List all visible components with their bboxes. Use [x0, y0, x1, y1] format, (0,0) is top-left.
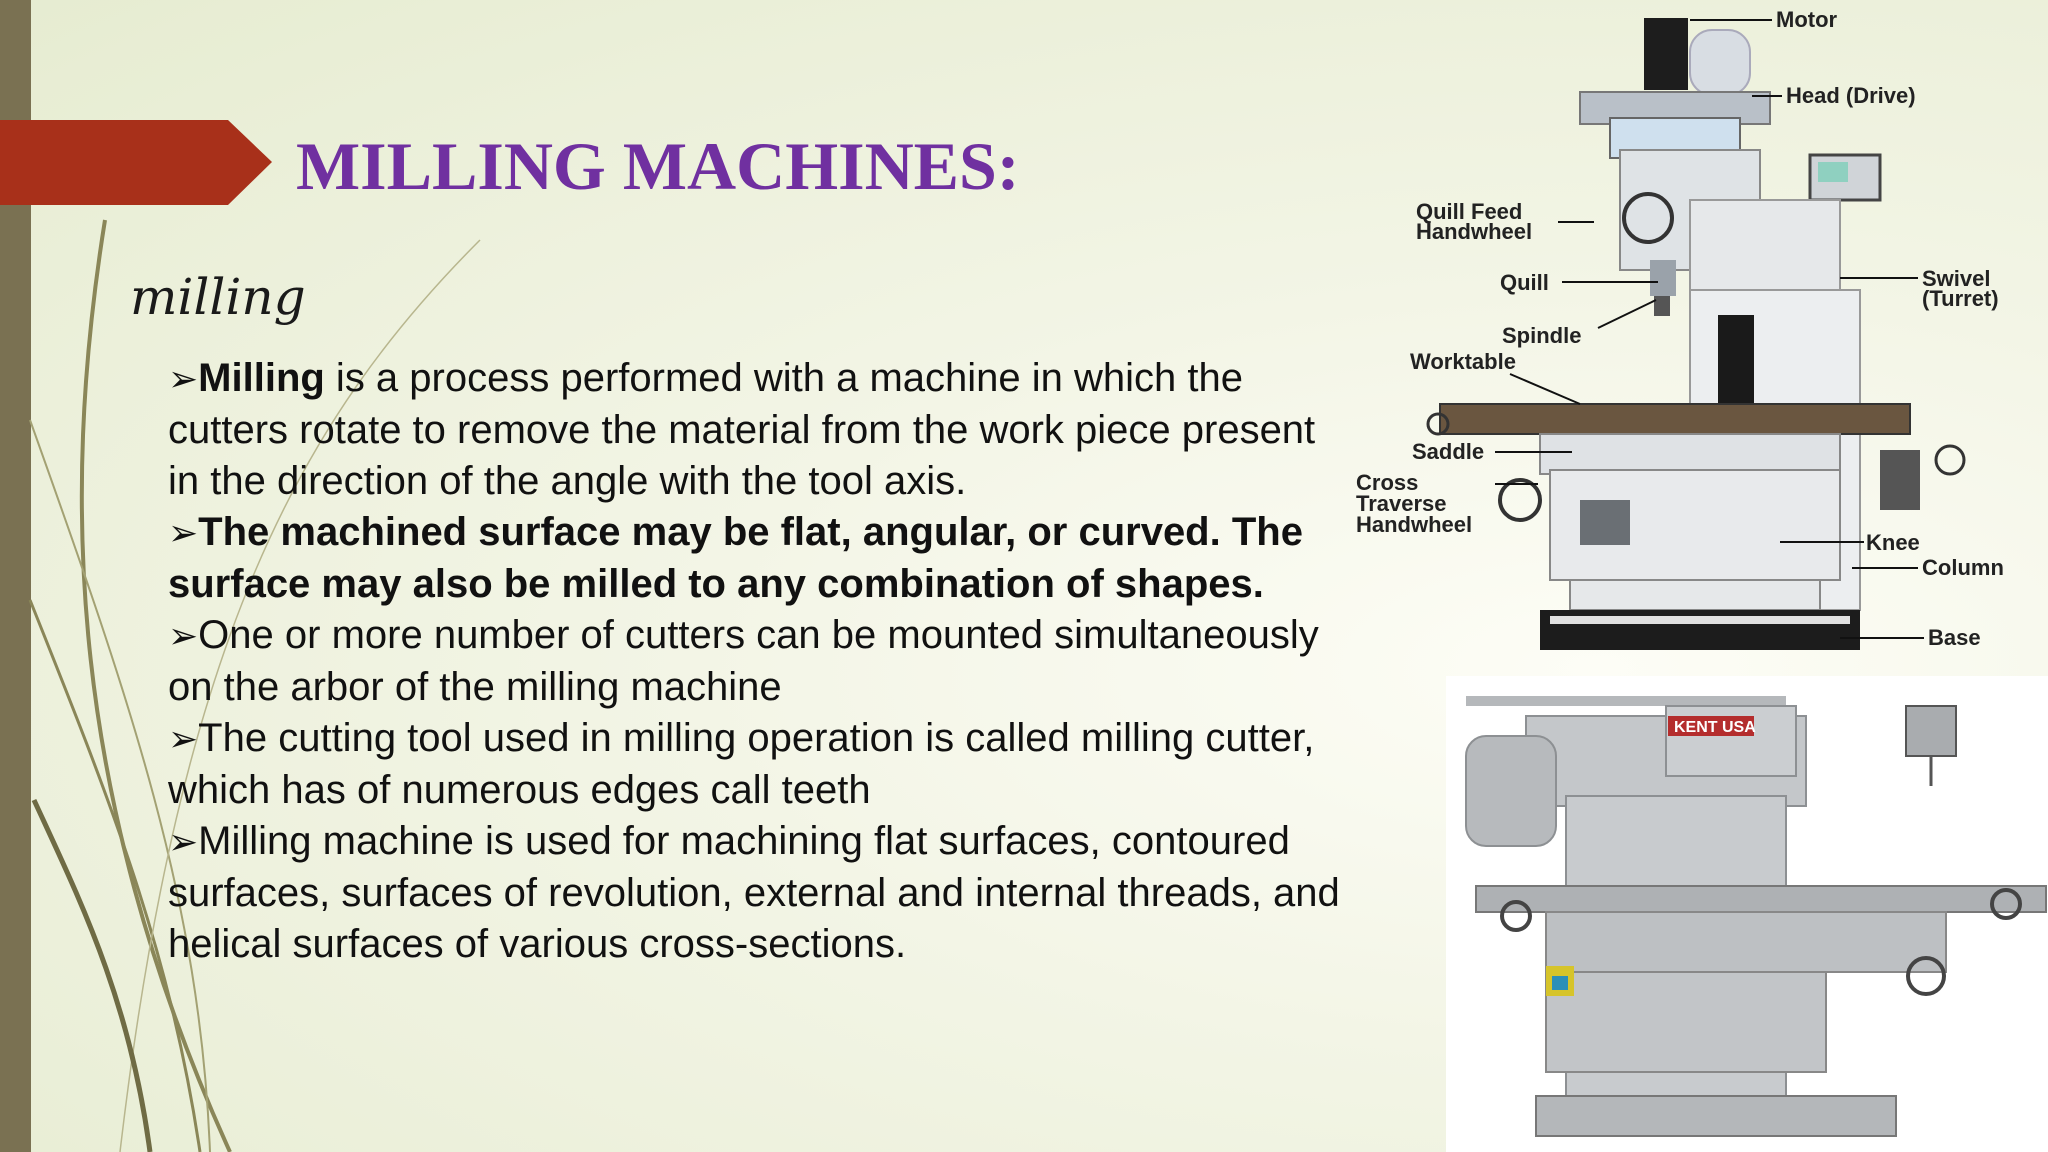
- bullet-arrow-icon: ➢: [168, 359, 199, 400]
- label-column: Column: [1922, 555, 2004, 580]
- title-arrow-shape: [0, 120, 272, 205]
- bullet-arrow-icon: ➢: [168, 822, 199, 863]
- milling-machine-diagram: Motor Head (Drive) Quill Feed Handwheel …: [1356, 7, 2004, 650]
- bullet-list: ➢Milling is a process performed with a m…: [168, 353, 1348, 970]
- bullet-lead: The machined surface may be flat, angula…: [168, 510, 1303, 606]
- bullet-arrow-icon: ➢: [168, 513, 199, 554]
- label-cross: Cross: [1356, 470, 1418, 495]
- slide-title: MILLING MACHINES:: [296, 128, 1020, 204]
- bullet-item: ➢One or more number of cutters can be mo…: [168, 610, 1348, 713]
- decorative-curves: [28, 219, 481, 1152]
- brand-plate: KENT USA: [1674, 719, 1756, 736]
- label-quill: Quill: [1500, 270, 1549, 295]
- bullet-arrow-icon: ➢: [168, 719, 199, 760]
- bullet-item: ➢The cutting tool used in milling operat…: [168, 713, 1348, 816]
- horizontal-milling-machine-photo: KENT USA: [1446, 676, 2048, 1152]
- label-head: Head (Drive): [1786, 83, 1916, 108]
- label-spindle: Spindle: [1502, 323, 1581, 348]
- label-knee: Knee: [1866, 530, 1920, 555]
- label-swivel-2: (Turret): [1922, 286, 1999, 311]
- bullet-lead: Milling: [198, 356, 325, 400]
- bullet-text: is a process performed with a machine in…: [168, 356, 1316, 503]
- label-motor: Motor: [1776, 7, 1838, 32]
- label-quill-feed-2: Handwheel: [1416, 219, 1532, 244]
- label-cross-3: Handwheel: [1356, 512, 1472, 537]
- bullet-text: Milling machine is used for machining fl…: [168, 819, 1340, 966]
- label-saddle: Saddle: [1412, 439, 1484, 464]
- bullet-item: ➢The machined surface may be flat, angul…: [168, 507, 1348, 610]
- bullet-text: The cutting tool used in milling operati…: [168, 716, 1315, 812]
- bullet-item: ➢Milling is a process performed with a m…: [168, 353, 1348, 507]
- label-quill-feed: Quill Feed: [1416, 199, 1522, 224]
- label-cross-2: Traverse: [1356, 491, 1447, 516]
- label-swivel: Swivel: [1922, 266, 1990, 291]
- label-worktable: Worktable: [1410, 349, 1516, 374]
- bullet-text: One or more number of cutters can be mou…: [168, 613, 1319, 709]
- label-base: Base: [1928, 625, 1981, 650]
- bullet-arrow-icon: ➢: [168, 616, 199, 657]
- bullet-item: ➢Milling machine is used for machining f…: [168, 816, 1348, 970]
- slide-subtitle: milling: [130, 268, 306, 326]
